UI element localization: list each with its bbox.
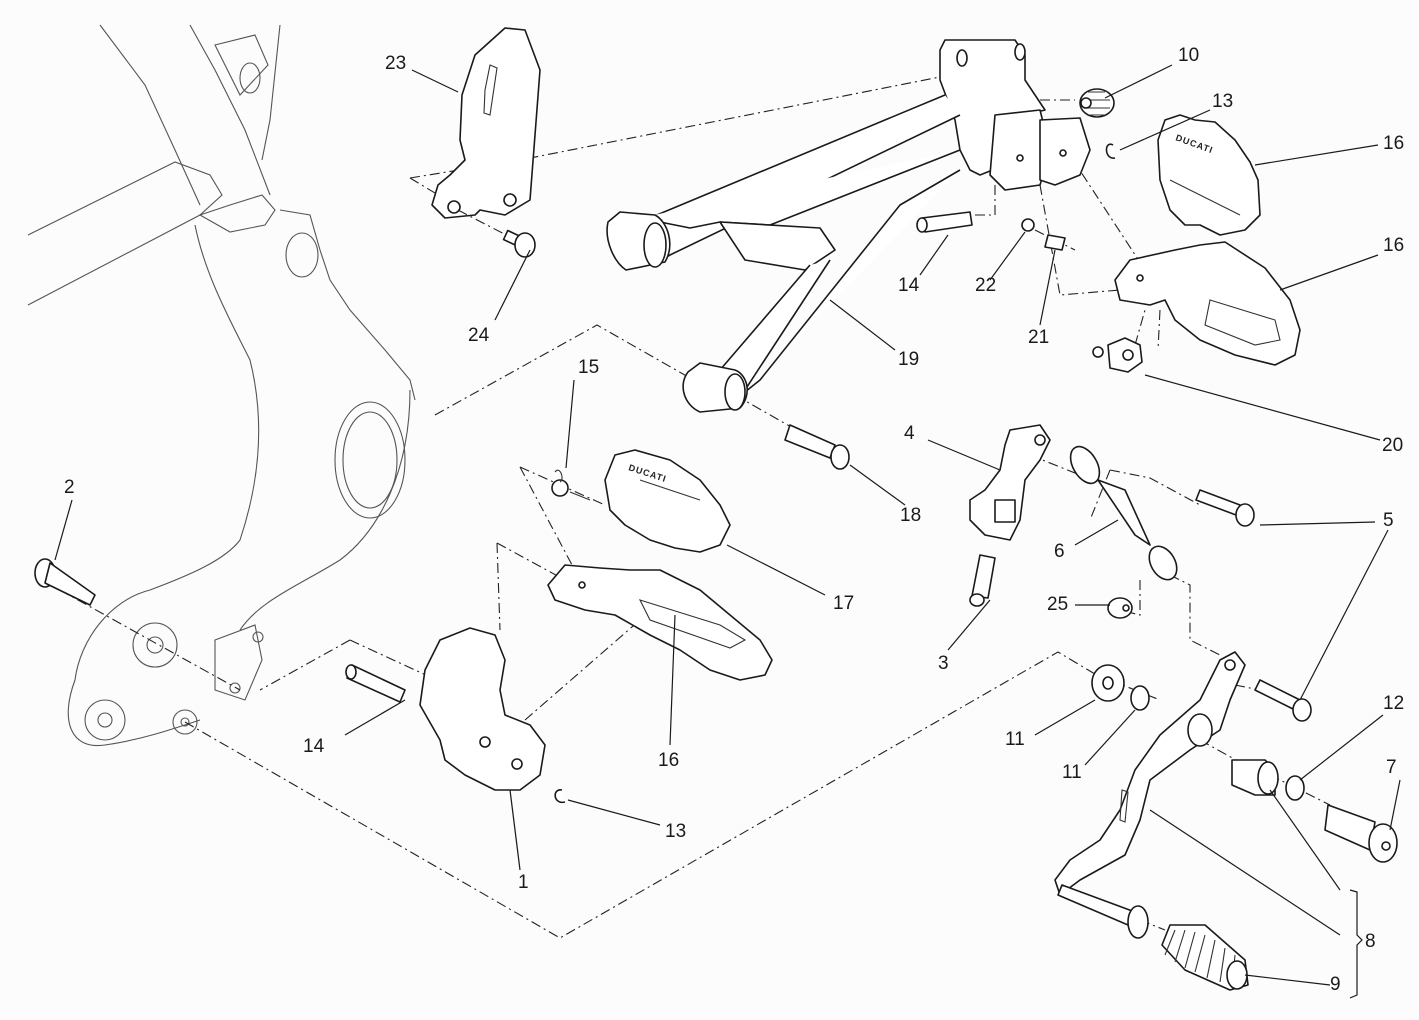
callout-6: 6 [1054, 541, 1065, 562]
callout-14-lower: 14 [303, 736, 325, 757]
part-1-footrest-bracket[interactable] [419, 627, 546, 791]
part-16-footrest-peg-upper[interactable] [1114, 241, 1301, 366]
callout-19: 19 [898, 349, 920, 370]
callout-18: 18 [900, 505, 922, 526]
callout-17-lower: 17 [833, 593, 855, 614]
part-10-rubber-pad[interactable] [1079, 88, 1115, 118]
callout-10: 10 [1178, 45, 1200, 66]
callout-14-upper: 14 [898, 275, 920, 296]
part-5-screw-upper[interactable] [1195, 489, 1255, 527]
part-15-return-spring[interactable] [551, 469, 591, 501]
part-17-footrest-rubber-lower[interactable]: DUCATI [604, 449, 731, 553]
part-8-gear-change-lever[interactable] [1054, 651, 1279, 939]
part-24-plate-screw[interactable] [457, 209, 536, 258]
callout-25: 25 [1047, 594, 1069, 615]
callout-13-lower: 13 [665, 821, 687, 842]
callout-15: 15 [578, 357, 600, 378]
part-13-circlip-lower[interactable] [554, 789, 566, 804]
motorcycle-frame [27, 24, 416, 747]
part-22-ball[interactable] [1021, 218, 1035, 232]
part-14-pin-upper[interactable] [916, 211, 973, 233]
callout-21: 21 [1028, 327, 1050, 348]
leader-lines [54, 64, 1401, 999]
callout-7: 7 [1386, 757, 1397, 778]
callout-17-upper: 16 [1383, 133, 1405, 154]
part-3-clamp-screw[interactable] [969, 554, 996, 607]
part-19-passenger-bracket[interactable] [606, 39, 1091, 413]
callout-11-right: 12 [1383, 693, 1405, 714]
part-21-spring[interactable] [1044, 234, 1066, 251]
part-17-footrest-rubber-upper[interactable]: DUCATI [1157, 114, 1261, 236]
part-20-plug[interactable] [1092, 337, 1143, 373]
part-25-nut[interactable] [1107, 597, 1133, 619]
part-6-linkage-rod[interactable] [1065, 442, 1183, 585]
callout-12: 11 [1005, 729, 1025, 750]
callout-24: 24 [468, 325, 490, 346]
part-11-washer-right[interactable] [1285, 775, 1305, 801]
callout-4: 4 [904, 423, 915, 444]
part-5-screw-lower[interactable] [1254, 679, 1312, 722]
part-2-bracket-screw[interactable] [34, 558, 96, 606]
callout-3: 3 [938, 653, 949, 674]
callout-13-upper: 13 [1212, 91, 1234, 112]
part-16-footrest-peg-lower[interactable] [547, 564, 773, 681]
assembly-lines [59, 74, 1331, 939]
part-9-pedal-rubber[interactable] [1161, 924, 1249, 991]
callout-2: 2 [64, 477, 75, 498]
part-11-washer-left[interactable] [1130, 685, 1150, 711]
callout-22: 22 [975, 275, 997, 296]
callout-20: 20 [1382, 435, 1404, 456]
callout-9: 9 [1330, 974, 1341, 995]
part-18-screw[interactable] [784, 424, 850, 470]
part-7-pivot-bolt[interactable] [1324, 804, 1398, 863]
part-4-gear-lever-arm[interactable] [969, 424, 1051, 541]
part-23-heel-guard-plate[interactable] [431, 27, 541, 219]
callout-8: 8 [1365, 931, 1376, 952]
callout-23: 23 [385, 53, 407, 74]
callout-5-upper: 5 [1383, 510, 1394, 531]
part-13-circlip-upper[interactable] [1105, 143, 1116, 159]
part-12-washer-large[interactable] [1091, 664, 1125, 702]
callout-11-left: 11 [1062, 762, 1082, 783]
callout-16-lower: 16 [658, 750, 680, 771]
callout-16-upper: 16 [1383, 235, 1405, 256]
callout-1: 1 [518, 872, 529, 893]
part-14-pin-lower[interactable] [345, 664, 406, 703]
